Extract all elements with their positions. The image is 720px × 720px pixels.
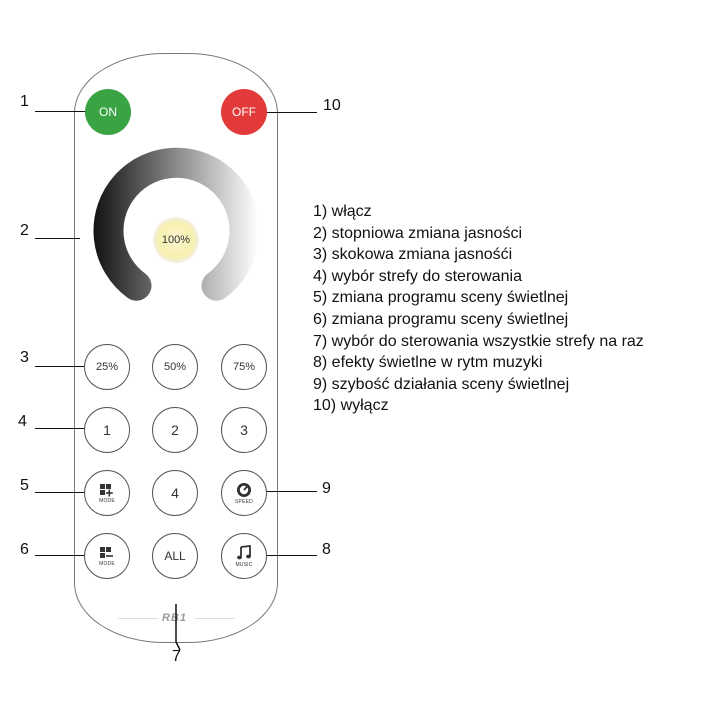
legend-item: 4) wybór strefy do sterowania (313, 267, 522, 285)
zone-2-button[interactable]: 2 (152, 407, 198, 453)
callout-line-3 (35, 366, 84, 367)
all-zones-button[interactable]: ALL (152, 533, 198, 579)
legend-item: 10) wyłącz (313, 397, 389, 415)
speed-caption: SPEED (235, 498, 253, 505)
mode-plus-button[interactable]: MODE (84, 470, 130, 516)
callout-line-4 (35, 428, 84, 429)
callout-line-6 (35, 555, 84, 556)
legend-item: 1) włącz (313, 203, 372, 220)
preset-25-button[interactable]: 25% (84, 344, 130, 390)
brightness-level: 100% (153, 217, 199, 263)
preset-50-button[interactable]: 50% (152, 344, 198, 390)
mode-minus-button[interactable]: MODE (84, 533, 130, 579)
zone-3-button[interactable]: 3 (221, 407, 267, 453)
callout-number-8: 8 (322, 541, 331, 558)
callout-line-9 (267, 491, 317, 492)
callout-number-6: 6 (20, 541, 29, 558)
mode-plus-icon (100, 483, 113, 496)
legend: 1) włącz 2) stopniowa zmiana jasności 3)… (313, 201, 644, 417)
callout-number-7: 7 (172, 648, 181, 665)
callout-line-8 (267, 555, 317, 556)
on-button[interactable]: ON (85, 89, 131, 135)
speedometer-icon (237, 482, 251, 497)
legend-item: 8) efekty świetlne w rytm muzyki (313, 354, 543, 372)
callout-number-3: 3 (20, 349, 29, 366)
music-note-icon (237, 544, 251, 559)
legend-item: 6) zmiana programu sceny świetlnej (313, 310, 569, 328)
callout-line-5 (35, 492, 84, 493)
zone-4-button[interactable]: 4 (152, 470, 198, 516)
legend-item: 9) szybość działania sceny świetlnej (313, 375, 570, 393)
callout-number-1: 1 (20, 93, 29, 110)
off-button[interactable]: OFF (221, 89, 267, 135)
callout-line-1 (35, 111, 85, 112)
callout-number-9: 9 (322, 480, 331, 497)
callout-number-4: 4 (18, 413, 27, 430)
model-divider-left (118, 618, 158, 619)
legend-item: 3) skokowa zmiana jasnośći (313, 246, 513, 264)
speed-button[interactable]: SPEED (221, 470, 267, 516)
callout-number-2: 2 (20, 222, 29, 239)
mode-caption: MODE (99, 497, 115, 504)
legend-item: 5) zmiana programu sceny świetlnej (313, 289, 569, 307)
callout-number-10: 10 (323, 97, 341, 114)
music-caption: MUSIC (235, 561, 253, 568)
mode-minus-icon (100, 546, 113, 558)
preset-75-button[interactable]: 75% (221, 344, 267, 390)
callout-line-10 (267, 112, 317, 113)
callout-line-2 (35, 238, 80, 239)
legend-item: 2) stopniowa zmiana jasności (313, 224, 522, 242)
music-button[interactable]: MUSIC (221, 533, 267, 579)
callout-number-5: 5 (20, 477, 29, 494)
zone-1-button[interactable]: 1 (84, 407, 130, 453)
model-divider-right (195, 618, 235, 619)
mode-caption: MODE (99, 560, 115, 567)
model-label: RB1 (162, 612, 188, 624)
legend-item: 7) wybór do sterowania wszystkie strefy … (313, 332, 644, 350)
